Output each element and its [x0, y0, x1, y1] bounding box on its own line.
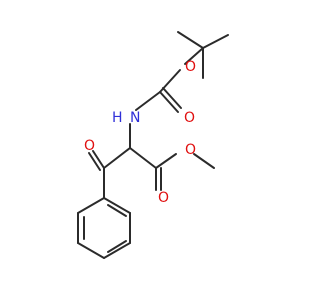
atom-hydrogen-on-nitrogen: H — [112, 110, 123, 126]
atom-oxygen-ester-carbonyl: O — [158, 190, 169, 206]
ring-inner-bond-c — [107, 204, 127, 217]
ring-bond-1 — [77, 197, 105, 214]
atom-oxygen-ether-top: O — [185, 59, 196, 75]
bond-carbamate-c-n — [135, 91, 161, 111]
bond-oether-methyl — [193, 153, 215, 169]
ring-bond-3 — [77, 242, 105, 259]
bond-ester-c-oether — [155, 153, 177, 169]
ring-bond-4 — [103, 242, 131, 259]
atom-oxygen-ester-single: O — [185, 142, 196, 158]
molecule-structure-diagram: O O N H O O O — [77, 31, 229, 259]
tert-butyl-group — [177, 31, 229, 79]
bond-o-tbutyl — [184, 47, 204, 65]
bond-ketone-co-2 — [88, 152, 101, 171]
atom-nitrogen: N — [130, 110, 140, 126]
phenyl-ring — [77, 197, 131, 259]
bond-ketone-co-1 — [92, 150, 105, 169]
bond-tbutyl-center-top — [177, 31, 204, 49]
bond-tbutyl-center-right — [202, 34, 229, 49]
bond-alpha-ester-carbon — [129, 147, 157, 169]
ring-bond-6 — [103, 197, 131, 214]
ring-inner-bond-b — [107, 240, 127, 253]
bond-carbamate-c-carbonyl-1 — [159, 91, 179, 113]
bond-carbamate-c-carbonyl-2 — [162, 87, 182, 109]
atom-oxygen-ketone: O — [84, 138, 95, 154]
atom-oxygen-carbonyl-top: O — [184, 110, 195, 126]
bond-alpha-ketone-carbon — [103, 147, 131, 169]
